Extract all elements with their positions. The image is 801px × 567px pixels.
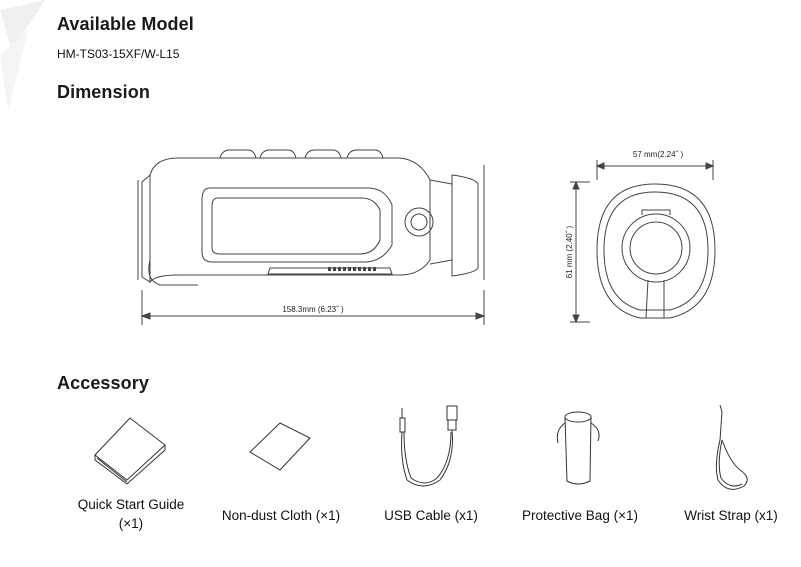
accessory-heading: Accessory [57,373,149,393]
accessory-label-quick-start-guide: Quick Start Guide (×1) [77,497,185,531]
cloth-icon [249,422,311,471]
background-decoration [0,0,45,110]
booklet-icon [94,417,166,485]
dimension-heading: Dimension [57,82,150,102]
model-name: HM-TS03-15XF/W-L15 [57,47,180,61]
available-model-heading: Available Model [57,14,194,34]
height-dimension-label: 61 mm (2.40˝ ) [565,225,574,278]
usb-cable-icon [399,405,458,487]
accessory-label-non-dust-cloth: Non-dust Cloth (×1) [221,508,341,523]
length-dimension-label: 158.3mm (6.23˝ ) [282,305,344,314]
strap-icon [715,404,748,490]
accessory-label-wrist-strap: Wrist Strap (x1) [684,508,778,523]
front-view-drawing: 57 mm(2.24˝ ) 61 mm (2.40˝ ) [565,150,716,324]
width-dimension-label: 57 mm(2.24˝ ) [633,150,684,159]
accessory-label-usb-cable: USB Cable (x1) [384,508,478,523]
accessory-label-protective-bag: Protective Bag (×1) [522,508,638,523]
side-view-drawing: 158.3mm (6.23˝ ) [137,149,486,325]
bag-icon [556,411,600,485]
